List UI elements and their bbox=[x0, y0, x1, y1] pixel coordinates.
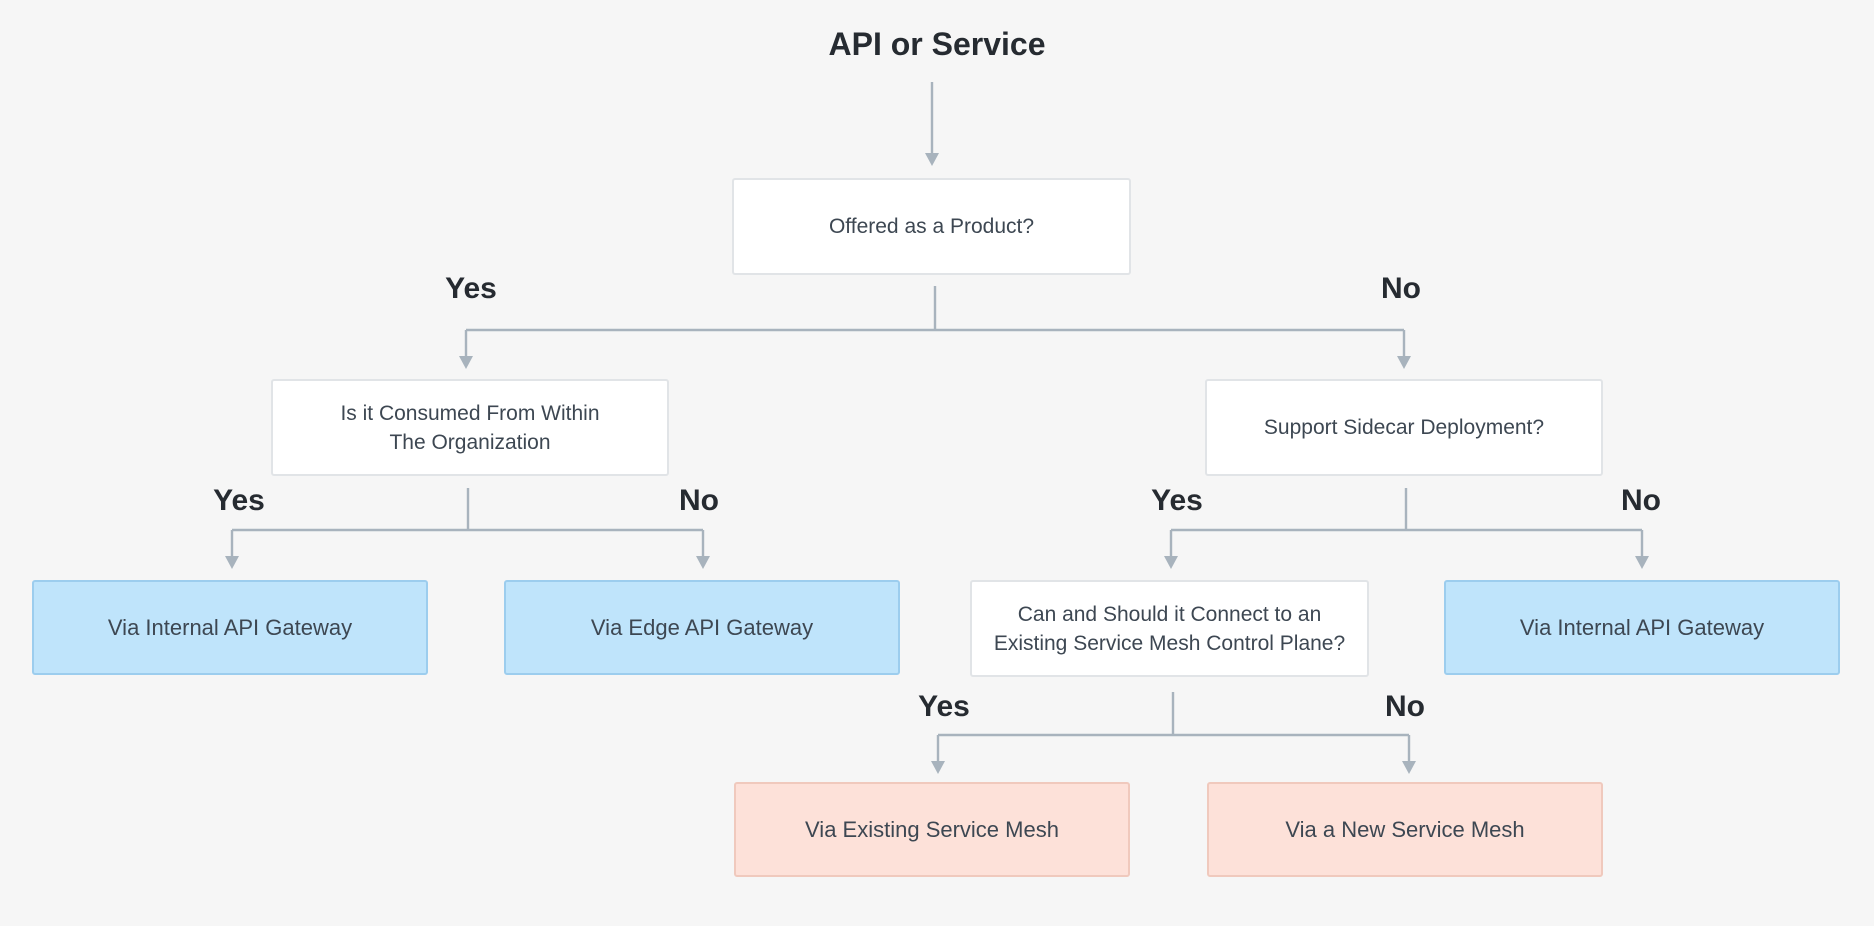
arrowhead bbox=[1164, 556, 1178, 569]
decision-connect-existing-mesh: Can and Should it Connect to an Existing… bbox=[970, 580, 1369, 677]
arrowhead bbox=[1635, 556, 1649, 569]
branch-label-sidecar-yes: Yes bbox=[1151, 484, 1203, 517]
arrowhead bbox=[931, 761, 945, 774]
outcome-edge-api-gateway: Via Edge API Gateway bbox=[504, 580, 900, 675]
decision-offered-as-product: Offered as a Product? bbox=[732, 178, 1131, 275]
arrowhead bbox=[925, 153, 939, 166]
branch-label-connect-yes: Yes bbox=[918, 690, 970, 723]
arrowhead bbox=[225, 556, 239, 569]
branch-label-consumed-yes: Yes bbox=[213, 484, 265, 517]
arrowhead bbox=[696, 556, 710, 569]
decision-consumed-within-organization: Is it Consumed From Within The Organizat… bbox=[271, 379, 669, 476]
arrowhead bbox=[1402, 761, 1416, 774]
branch-label-sidecar-no: No bbox=[1621, 484, 1661, 517]
outcome-internal-api-gateway-right: Via Internal API Gateway bbox=[1444, 580, 1840, 675]
branch-label-product-yes: Yes bbox=[445, 272, 497, 305]
diagram-title: API or Service bbox=[828, 26, 1046, 62]
branch-label-product-no: No bbox=[1381, 272, 1421, 305]
outcome-internal-api-gateway-left: Via Internal API Gateway bbox=[32, 580, 428, 675]
outcome-new-service-mesh: Via a New Service Mesh bbox=[1207, 782, 1603, 877]
decision-support-sidecar-deployment: Support Sidecar Deployment? bbox=[1205, 379, 1603, 476]
outcome-existing-service-mesh: Via Existing Service Mesh bbox=[734, 782, 1130, 877]
branch-label-connect-no: No bbox=[1385, 690, 1425, 723]
arrowhead bbox=[459, 356, 473, 369]
arrowhead bbox=[1397, 356, 1411, 369]
branch-label-consumed-no: No bbox=[679, 484, 719, 517]
